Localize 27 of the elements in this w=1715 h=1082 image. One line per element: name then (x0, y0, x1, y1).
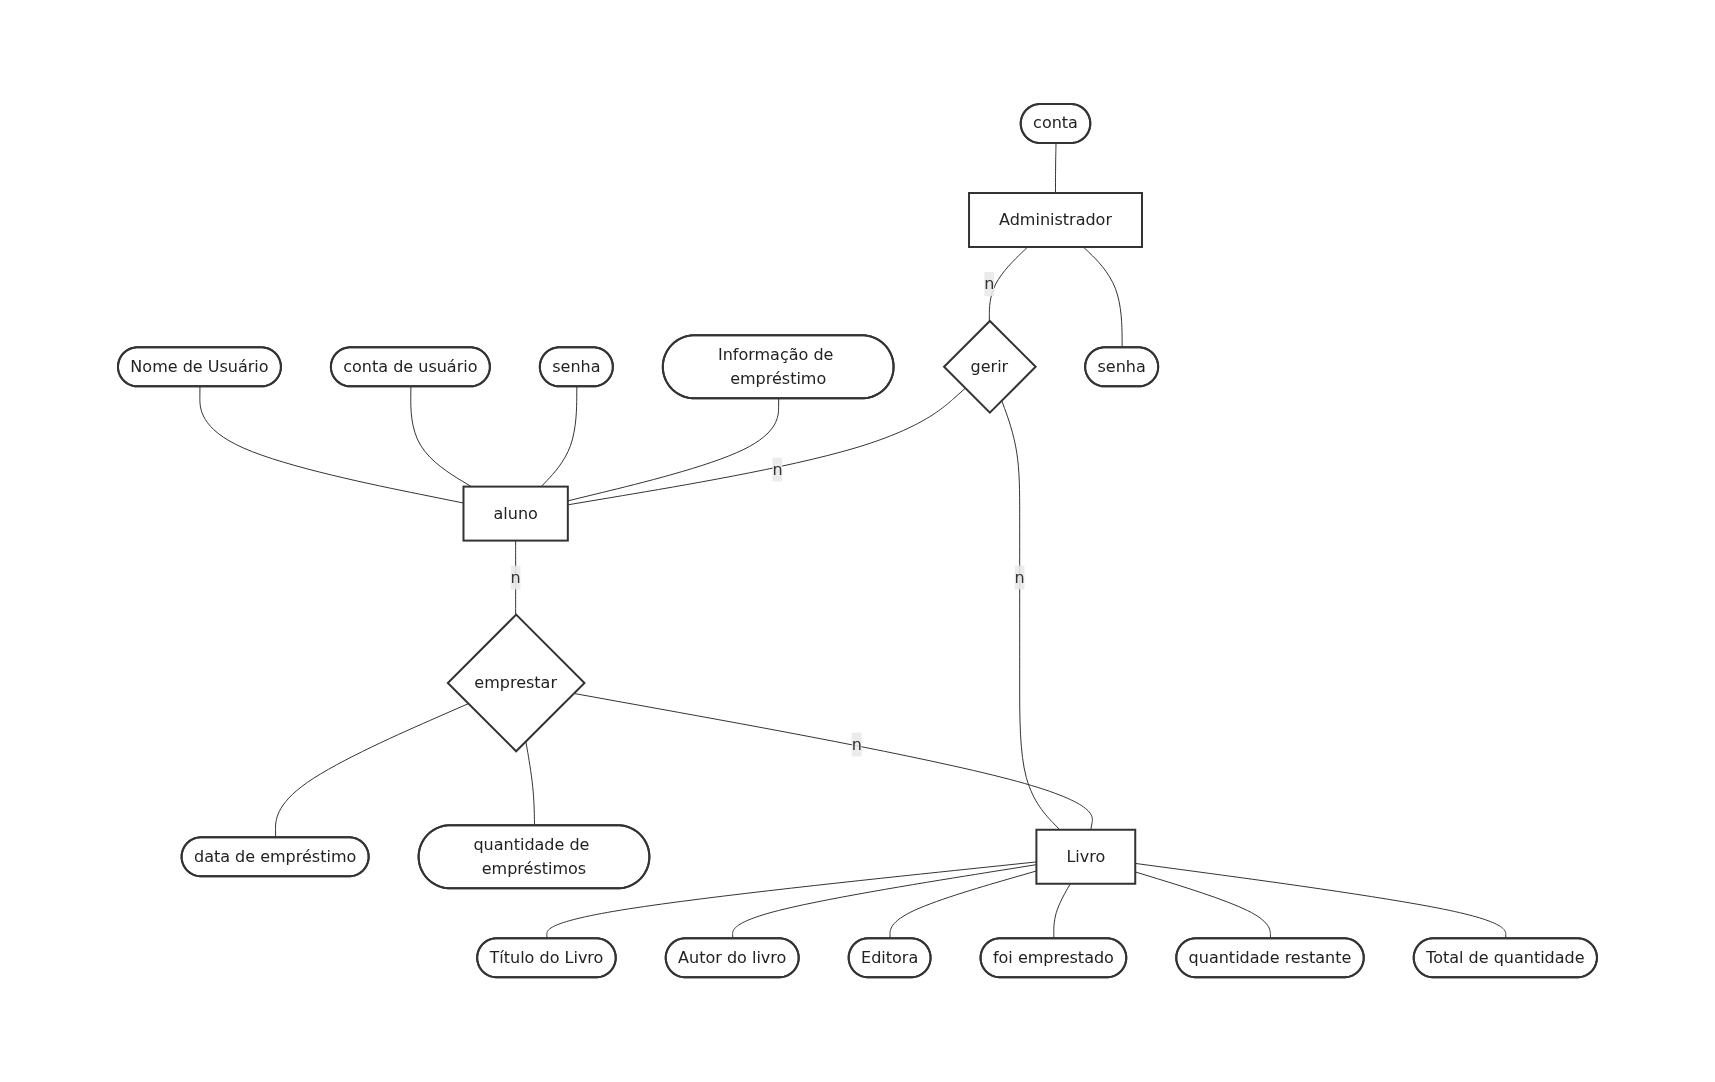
connector (573, 693, 1093, 831)
node-diamond: emprestar (446, 613, 586, 754)
edge-label: n (984, 274, 995, 294)
connector (1055, 143, 1057, 194)
node-diamond: gerir (942, 319, 1038, 415)
connector (567, 398, 780, 502)
node-box: Administrador (968, 192, 1143, 249)
node-box: aluno (462, 486, 569, 542)
connector (410, 386, 472, 488)
connector (988, 246, 1029, 322)
connector (1001, 400, 1061, 831)
connector (567, 388, 966, 506)
connector (889, 870, 1037, 940)
edge-label: n (510, 567, 521, 587)
connector (275, 703, 469, 839)
connector (515, 540, 517, 616)
connector (199, 386, 464, 504)
connector (1082, 246, 1123, 349)
connector (732, 864, 1037, 940)
connector (525, 741, 535, 827)
connector (546, 861, 1037, 940)
connector (540, 386, 578, 488)
edge-label: n (851, 734, 862, 754)
connector (1053, 883, 1071, 940)
edge-label: n (1014, 567, 1025, 587)
edge-label: n (772, 459, 783, 479)
node-box: Livro (1035, 829, 1137, 886)
